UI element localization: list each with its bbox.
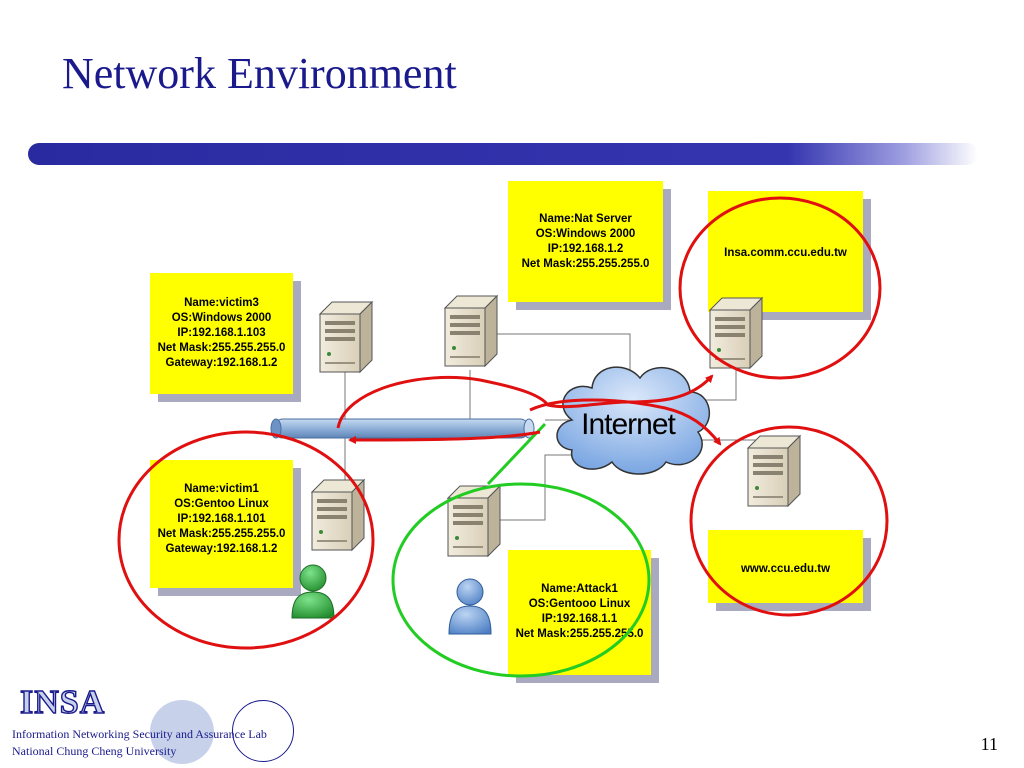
victim3-server-icon — [319, 301, 373, 373]
victim-user-icon — [291, 564, 335, 619]
host-info-line: IP:192.168.1.101 — [177, 513, 266, 525]
insa-server-info: Insa.comm.ccu.edu.tw — [708, 191, 863, 312]
host-info-line: www.ccu.edu.tw — [740, 563, 831, 575]
attacker-highlight-ring — [391, 482, 651, 678]
host-info-line: Gateway:192.168.1.2 — [165, 357, 278, 369]
host-info-line: Name:Nat Server — [539, 213, 632, 225]
host-info-line: Net Mask:255.255.255.0 — [157, 528, 286, 540]
nat-server-icon — [444, 295, 498, 367]
host-info-line: IP:192.168.1.2 — [547, 243, 624, 255]
ccu-server-icon — [747, 435, 801, 507]
host-info-line: IP:192.168.1.103 — [177, 327, 266, 339]
lan-bus-pipe — [270, 418, 535, 439]
host-info-line: Insa.comm.ccu.edu.tw — [724, 247, 847, 259]
slide-title: Network Environment — [62, 49, 457, 98]
traffic-arrows — [336, 374, 722, 446]
host-info-line: Net Mask:255.255.255.0 — [157, 342, 286, 354]
page-number: 11 — [980, 734, 998, 754]
ccu-highlight-ring — [689, 425, 889, 617]
insa-logo: INSA — [19, 683, 106, 721]
host-info-line: OS:Windows 2000 — [171, 312, 272, 324]
insa-highlight-ring — [678, 196, 882, 380]
title-underline-bar — [28, 143, 978, 165]
host-info-line: OS:Gentoo Linux — [174, 498, 269, 510]
footer-university-name: National Chung Cheng University — [12, 744, 177, 758]
host-info-line: IP:192.168.1.1 — [541, 613, 618, 625]
attacker-user-icon — [448, 578, 492, 635]
host-info-line: Net Mask:255.255.255.0 — [521, 258, 650, 270]
logo-circle-outline — [232, 700, 294, 762]
host-info-line: Net Mask:255.255.255.0 — [515, 628, 644, 640]
host-info-line: OS:Windows 2000 — [535, 228, 636, 240]
ccu-server-info: www.ccu.edu.tw — [708, 530, 863, 603]
footer-lab-name: Information Networking Security and Assu… — [12, 727, 267, 741]
host-info-line: Name:victim1 — [184, 483, 259, 495]
logo-circle-filled — [150, 700, 214, 764]
host-info-line: Gateway:192.168.1.2 — [165, 543, 278, 555]
internet-cloud — [556, 366, 711, 475]
host-info-line: OS:Gentooo Linux — [528, 598, 631, 610]
victim1-highlight-ring — [117, 430, 375, 650]
host-info-line: Name:victim3 — [184, 297, 259, 309]
victim1-server-icon — [311, 479, 365, 551]
internet-label: Internet — [581, 408, 676, 441]
host-info-line: Name:Attack1 — [541, 583, 618, 595]
